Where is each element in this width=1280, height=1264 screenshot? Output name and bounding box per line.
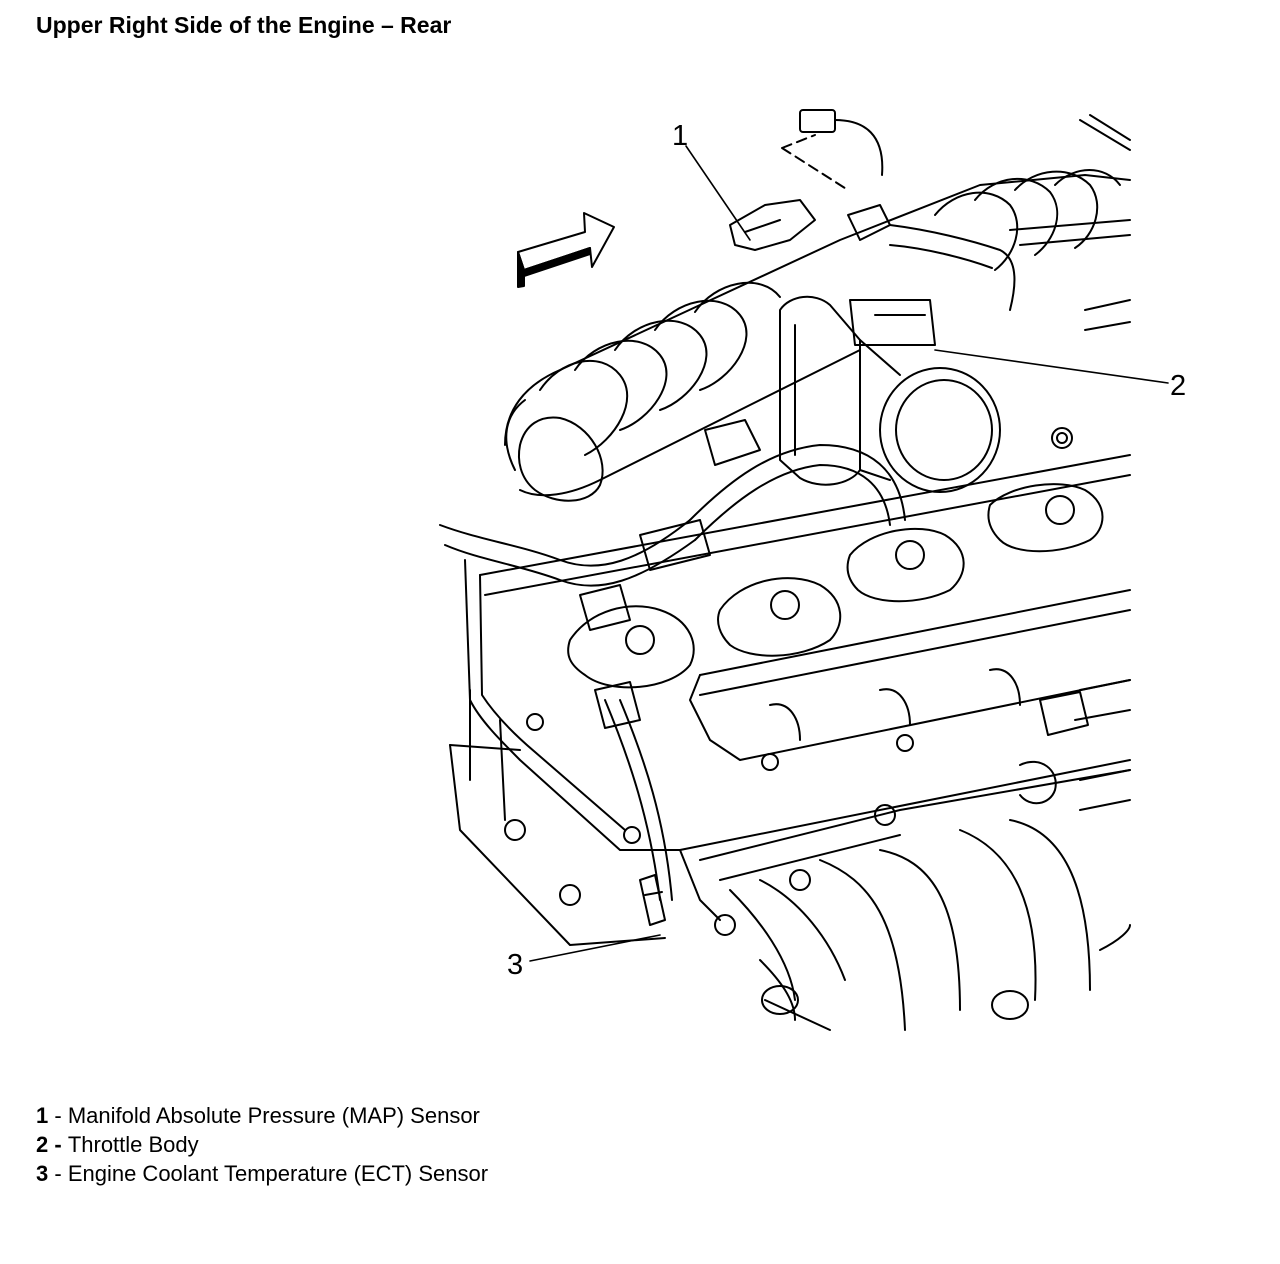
callout-2: 2 <box>1170 370 1187 402</box>
legend-separator: - <box>48 1161 68 1186</box>
fuel-rail <box>479 454 1131 596</box>
throttle-body <box>779 295 1001 493</box>
legend-item-1: 1 - Manifold Absolute Pressure (MAP) Sen… <box>36 1101 488 1130</box>
legend-label: Manifold Absolute Pressure (MAP) Sensor <box>67 1103 480 1128</box>
direction-arrow-icon <box>517 212 615 288</box>
wiring-harness <box>439 224 1016 901</box>
right-side-components <box>1019 679 1131 811</box>
legend: 1 - Manifold Absolute Pressure (MAP) Sen… <box>36 1101 488 1188</box>
legend-item-3: 3 - Engine Coolant Temperature (ECT) Sen… <box>36 1159 488 1188</box>
leader-lines <box>529 145 1169 962</box>
harness-connectors <box>579 419 1089 736</box>
callout-1: 1 <box>672 120 689 152</box>
intake-manifold <box>504 114 1131 502</box>
map-sensor <box>729 109 891 251</box>
leader-line-1 <box>685 145 751 241</box>
legend-label: Engine Coolant Temperature (ECT) Sensor <box>67 1161 489 1186</box>
leader-line-3 <box>529 934 661 962</box>
leader-line-2 <box>934 349 1169 384</box>
page-title: Upper Right Side of the Engine – Rear <box>36 12 452 38</box>
exhaust-manifold <box>729 819 1131 1031</box>
coil-wells <box>567 483 1104 689</box>
legend-number: 1 <box>36 1103 49 1128</box>
legend-number: 3 <box>36 1161 49 1186</box>
cylinder-head <box>449 689 1131 946</box>
legend-label: Throttle Body <box>67 1132 199 1157</box>
valve-cover <box>464 427 1131 851</box>
legend-separator: - <box>48 1132 68 1157</box>
legend-separator: - <box>48 1103 68 1128</box>
legend-item-2: 2 - Throttle Body <box>36 1130 488 1159</box>
ect-sensor <box>639 874 666 926</box>
legend-number: 2 <box>36 1132 49 1157</box>
callout-3: 3 <box>507 949 524 981</box>
